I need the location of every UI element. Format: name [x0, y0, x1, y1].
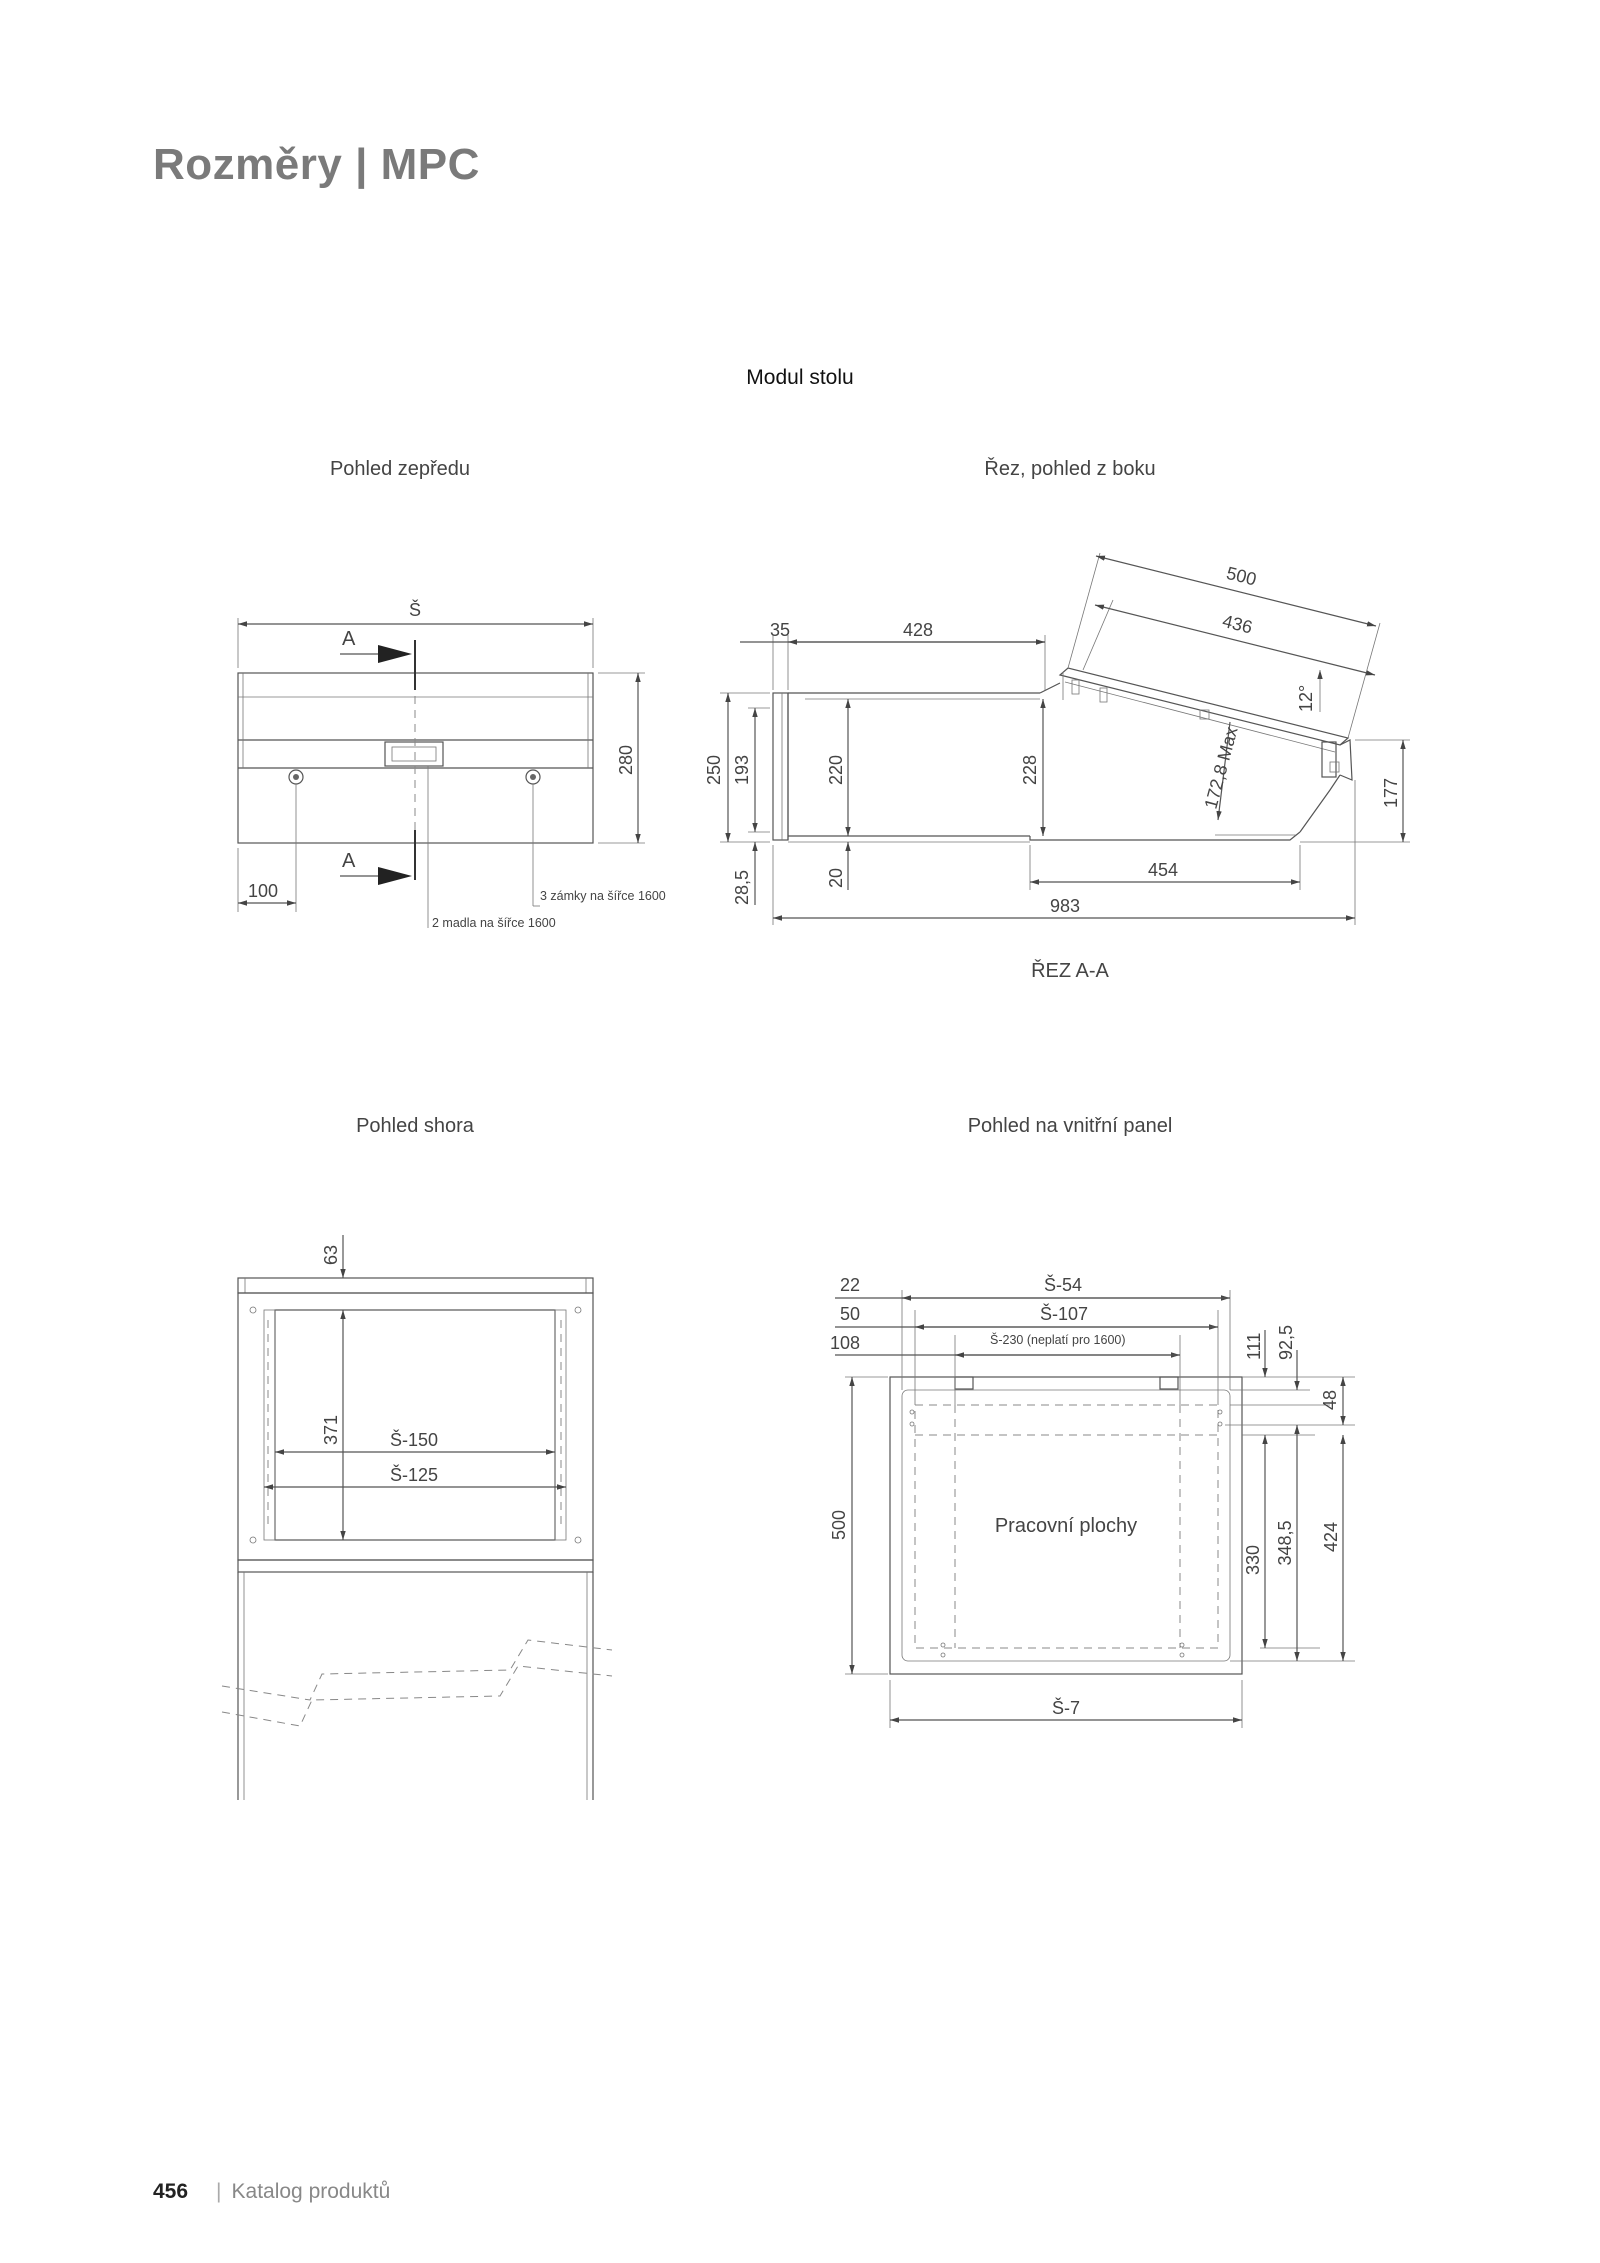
- dim-48: 48: [1320, 1390, 1340, 1410]
- front-handle: [384, 741, 444, 767]
- dim-172: 172,8 Max: [1201, 725, 1242, 811]
- dim-width: Š: [409, 599, 421, 620]
- dim-500-panel: 500: [829, 1510, 849, 1540]
- panel-outer: [889, 1376, 1243, 1675]
- section-title: Modul stolu: [746, 366, 854, 389]
- dim-108: 108: [830, 1333, 860, 1353]
- dim-50: 50: [840, 1304, 860, 1324]
- dim-s54: Š-54: [1044, 1274, 1082, 1295]
- view-label-section-aa: ŘEZ A-A: [1031, 960, 1109, 982]
- view-label-side: Řez, pohled z boku: [984, 458, 1156, 480]
- dim-428: 428: [903, 620, 933, 640]
- dim-100: 100: [248, 881, 278, 901]
- note-handles: 2 madla na šířce 1600: [432, 916, 556, 930]
- dim-228: 228: [1020, 755, 1040, 785]
- dim-250: 250: [704, 755, 724, 785]
- page-number: 456: [153, 2180, 189, 2203]
- panel-view: Pracovní plochy 22 50 108 Š-54 Š-107 Š-2…: [829, 1274, 1355, 1728]
- front-view: Š 280 A A 100 3 zámky na šířce 1600 2 ma…: [237, 599, 666, 930]
- cut-mark-bottom: A: [342, 850, 356, 872]
- panel-work-surface: Pracovní plochy: [995, 1515, 1137, 1537]
- dim-angle: 12°: [1296, 685, 1316, 712]
- dim-s125: Š-125: [390, 1464, 438, 1485]
- dim-3485: 348,5: [1275, 1520, 1295, 1565]
- dim-111: 111: [1244, 1333, 1264, 1360]
- dim-22: 22: [840, 1275, 860, 1295]
- top-rear-lip: [237, 1277, 594, 1294]
- dim-s107: Š-107: [1040, 1303, 1088, 1324]
- dim-330: 330: [1243, 1545, 1263, 1575]
- dim-s230: Š-230 (neplatí pro 1600): [990, 1332, 1126, 1347]
- top-view: 63 371 Š-150 Š-125: [221, 1235, 613, 1800]
- dim-371: 371: [321, 1415, 341, 1445]
- side-view: 500 436 35 428 12° 250 193 220 228 172,: [704, 552, 1410, 925]
- view-label-panel: Pohled na vnitřní panel: [967, 1115, 1173, 1137]
- dim-925: 92,5: [1276, 1325, 1296, 1360]
- dim-983: 983: [1050, 896, 1080, 916]
- footer: 456 | Katalog produktů: [153, 2180, 390, 2204]
- dim-436: 436: [1220, 611, 1254, 638]
- side-post: [772, 692, 789, 841]
- dim-220: 220: [826, 755, 846, 785]
- dim-63: 63: [321, 1245, 341, 1265]
- dim-280: 280: [616, 745, 636, 775]
- cut-mark-top: A: [342, 628, 356, 650]
- dim-20: 20: [826, 868, 846, 888]
- footer-text: Katalog produktů: [231, 2180, 391, 2203]
- view-label-front: Pohled zepředu: [329, 458, 471, 480]
- panel-inner: [901, 1389, 1231, 1662]
- dim-454: 454: [1148, 860, 1178, 880]
- dim-500-side: 500: [1224, 563, 1258, 590]
- dim-28: 28,5: [732, 870, 752, 905]
- dim-193: 193: [732, 755, 752, 785]
- dim-424: 424: [1321, 1522, 1341, 1552]
- dim-177: 177: [1381, 778, 1401, 808]
- view-label-top: Pohled shora: [356, 1115, 474, 1137]
- note-locks: 3 zámky na šířce 1600: [540, 889, 666, 903]
- dim-35: 35: [770, 620, 790, 640]
- footer-separator: |: [216, 2180, 222, 2203]
- top-frame: [237, 1292, 594, 1561]
- page-title: Rozměry | MPC: [153, 140, 480, 189]
- dim-s7: Š-7: [1052, 1697, 1080, 1718]
- dim-s150: Š-150: [390, 1429, 438, 1450]
